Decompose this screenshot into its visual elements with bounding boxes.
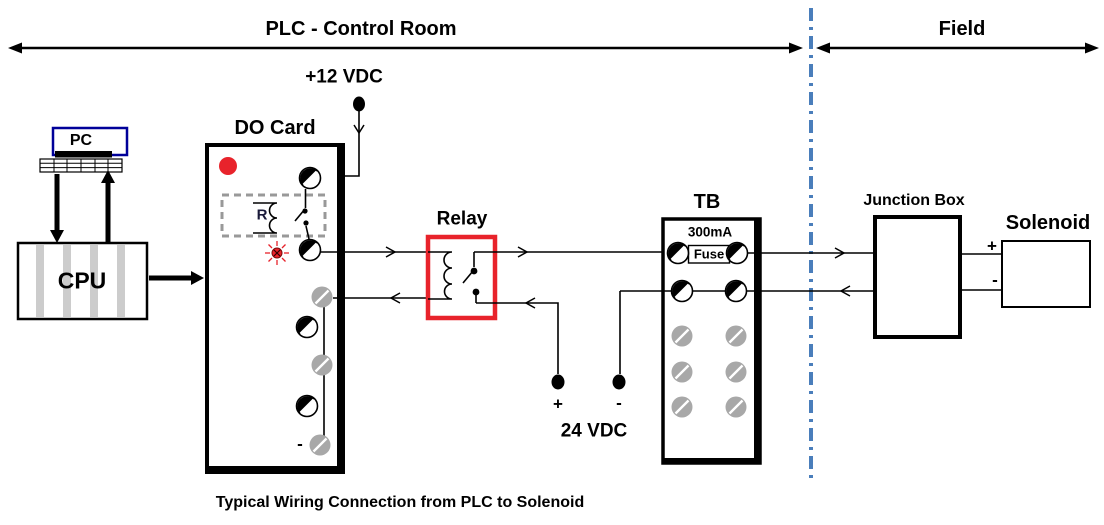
- screw-terminal-gray-icon: [670, 324, 694, 348]
- relay-to-tb-wire: [474, 246, 672, 258]
- cpu-label: CPU: [57, 267, 107, 294]
- screw-terminal-icon: [295, 394, 319, 418]
- plus12vdc-label: +12 VDC: [305, 66, 383, 88]
- relay-to-docard-return-wire: [333, 292, 428, 304]
- do-card-label: DO Card: [234, 117, 316, 139]
- tb-rating-label: 300mA: [687, 224, 733, 240]
- do-card-box: [205, 143, 345, 474]
- internal-coil-icon: [253, 202, 278, 234]
- diagram-caption: Typical Wiring Connection from PLC to So…: [215, 494, 585, 511]
- junctionbox-to-tb-return-wire: [746, 285, 875, 297]
- screw-terminal-gray-icon: [308, 433, 332, 457]
- solenoid-plus-label: +: [987, 236, 997, 256]
- fuse-label: Fuse: [693, 246, 725, 262]
- control-room-zone-label: PLC - Control Room: [265, 18, 457, 40]
- pc-to-cpu-arrow: [50, 174, 64, 243]
- led-indicator-icon: [265, 241, 289, 265]
- pc-label: PC: [69, 132, 93, 149]
- screw-terminal-gray-icon: [724, 324, 748, 348]
- cpu-to-docard-arrow: [149, 271, 204, 285]
- screw-terminal-gray-icon: [310, 285, 334, 309]
- screw-terminal-icon: [724, 279, 748, 303]
- control-room-span-arrow: [8, 42, 803, 54]
- screw-terminal-gray-icon: [310, 353, 334, 377]
- cpu-box: [16, 241, 149, 321]
- screw-terminal-gray-icon: [724, 360, 748, 384]
- cpu-to-pc-arrow: [101, 170, 115, 242]
- supply-24vdc-label: 24 VDC: [560, 420, 628, 442]
- solenoid-box: [1001, 240, 1091, 308]
- junctionbox-to-solenoid-wires: [960, 253, 1002, 291]
- screw-terminal-icon: [670, 279, 694, 303]
- supply-24vdc: [476, 291, 626, 390]
- status-dot-icon: [353, 96, 365, 112]
- screw-terminal-icon: [666, 241, 690, 265]
- status-dot-icon: [612, 374, 626, 390]
- supply-minus-label: -: [616, 393, 622, 413]
- relay-box: [425, 234, 498, 321]
- field-zone-label: Field: [938, 18, 986, 40]
- solenoid-minus-label: -: [992, 270, 998, 290]
- do-card-minus-label: -: [297, 434, 303, 454]
- screw-terminal-gray-icon: [670, 395, 694, 419]
- pc-monitor: [51, 126, 129, 158]
- relay-contact-blade: [462, 270, 474, 284]
- screw-terminal-icon: [295, 315, 319, 339]
- internal-contact-blade: [294, 208, 306, 222]
- internal-relay-coil-label: R: [256, 206, 268, 224]
- internal-relay-dashed-box: [220, 189, 327, 240]
- solenoid-label: Solenoid: [1005, 212, 1091, 234]
- card-status-led-icon: [219, 157, 237, 175]
- keyboard-icon: [39, 158, 123, 173]
- field-span-arrow: [816, 42, 1099, 54]
- screw-terminal-gray-icon: [724, 395, 748, 419]
- supply-plus-label: +: [553, 394, 563, 414]
- docard-to-relay-wire: [321, 246, 428, 258]
- tb-label: TB: [693, 191, 721, 213]
- junction-box-label: Junction Box: [863, 192, 965, 209]
- junction-box: [873, 215, 962, 339]
- relay-coil-icon: [428, 251, 453, 300]
- screw-terminal-icon: [725, 241, 749, 265]
- screw-terminal-icon: [298, 166, 322, 190]
- screw-terminal-icon: [298, 238, 322, 262]
- screw-terminal-gray-icon: [670, 360, 694, 384]
- relay-label: Relay: [436, 208, 488, 230]
- status-dot-icon: [551, 374, 565, 390]
- tb-to-junctionbox-wire: [744, 247, 875, 259]
